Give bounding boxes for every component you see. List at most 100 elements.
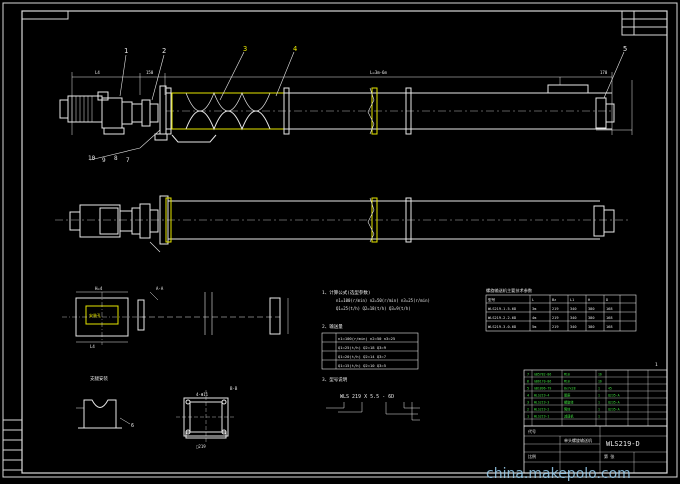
- table-cell: 219: [552, 325, 559, 329]
- svg-text:M10: M10: [564, 380, 570, 384]
- table-cell: WLS219-1.5-6D: [488, 307, 516, 311]
- svg-text:16: 16: [598, 380, 602, 384]
- svg-text:H=4: H=4: [95, 286, 103, 291]
- svg-text:M10: M10: [564, 373, 570, 377]
- svg-text:n1=100(r/min) n2=50(r/min) n: n1=100(r/min) n2=50(r/min) n3=25(r/min): [336, 298, 430, 303]
- foot-detail-label: 支腿安装: [90, 375, 108, 382]
- balloon-4: 4: [293, 45, 297, 53]
- svg-text:筒体: 筒体: [564, 407, 571, 412]
- svg-text:螺旋体: 螺旋体: [564, 400, 574, 405]
- table-cell: WLS219-3.0-6D: [488, 325, 516, 329]
- support-section-view: H=4 L4 安装孔 A-A: [62, 286, 289, 349]
- balloon-9: 9: [102, 157, 106, 164]
- table-cell: 380: [588, 325, 595, 329]
- svg-text:8x7x28: 8x7x28: [564, 387, 576, 391]
- svg-text:7: 7: [527, 373, 529, 377]
- model-code: WLS 219 X 5.5 - 6D: [340, 394, 394, 400]
- svg-text:Q1=25(t/h) Q2=18 Q3=9: Q1=25(t/h) Q2=18 Q3=9: [338, 345, 387, 350]
- balloon-5: 5: [623, 45, 627, 53]
- svg-text:WLS219-1: WLS219-1: [534, 415, 549, 419]
- table-header-cell: H: [588, 298, 590, 302]
- balloon-2: 2: [162, 47, 166, 55]
- svg-text:尾座: 尾座: [564, 393, 571, 398]
- svg-text:WLS219-3: WLS219-3: [534, 401, 549, 405]
- table-header-cell: L: [532, 298, 534, 302]
- formula-title-2: 2、输送量: [322, 323, 343, 330]
- plan-view: [55, 195, 630, 253]
- table-cell: 3m: [532, 307, 536, 311]
- svg-text:2: 2: [527, 408, 529, 412]
- svg-text:GB6170-86: GB6170-86: [534, 380, 551, 384]
- watermark: china.makepolo.com: [486, 466, 631, 482]
- formula-title-3: 3、型号说明: [322, 376, 348, 383]
- svg-text:16: 16: [598, 373, 602, 377]
- svg-text:Q235-A: Q235-A: [608, 401, 620, 405]
- svg-text:6: 6: [527, 380, 529, 384]
- svg-text:1: 1: [598, 408, 600, 412]
- sheet-label: 第 张: [604, 453, 614, 459]
- name-line: 单头螺旋输送机: [564, 437, 592, 443]
- code-label: 代号: [528, 428, 536, 434]
- drawing-number: WLS219-D: [606, 440, 640, 448]
- balloon-3: 3: [243, 45, 247, 53]
- svg-text:WLS219-4: WLS219-4: [534, 394, 549, 398]
- table-header-cell: Bz: [552, 298, 556, 302]
- svg-text:1: 1: [655, 362, 658, 368]
- table-cell: WLS219-2.2-6D: [488, 316, 516, 320]
- balloon-1: 1: [124, 47, 128, 55]
- svg-text:安装孔: 安装孔: [89, 312, 101, 318]
- table-cell: 168: [606, 325, 613, 329]
- table-cell: 340: [570, 316, 577, 320]
- svg-text:□219: □219: [196, 444, 206, 449]
- parts-list: 7 6 5 4 3 2 1 GB5782-86 GB6170-86 GB1096…: [523, 362, 668, 427]
- balloon-10: 10: [88, 155, 96, 162]
- svg-text:WLS219-2: WLS219-2: [534, 408, 549, 412]
- table-header-cell: 型号: [488, 297, 496, 302]
- balloon-8: 8: [114, 155, 118, 162]
- table-cell: 340: [570, 307, 577, 311]
- svg-text:B-B: B-B: [230, 386, 238, 391]
- table-cell: 340: [570, 325, 577, 329]
- svg-text:Q235-A: Q235-A: [608, 408, 620, 412]
- table-cell: 168: [606, 307, 613, 311]
- svg-text:1: 1: [598, 415, 600, 419]
- svg-text:1: 1: [527, 415, 529, 419]
- svg-text:Q235-A: Q235-A: [608, 394, 620, 398]
- svg-text:n1=100(r/min) n2=50 n3=25: n1=100(r/min) n2=50 n3=25: [338, 336, 395, 341]
- table-cell: 4m: [532, 316, 536, 320]
- table-header-cell: D: [606, 298, 608, 302]
- svg-text:1: 1: [598, 387, 600, 391]
- formula-title-1: 1、计算公式(选型参数): [322, 289, 371, 296]
- outer-frame: [2, 2, 678, 478]
- balloon-7: 7: [126, 157, 130, 164]
- left-stamp: [2, 419, 23, 471]
- svg-text:150: 150: [146, 70, 154, 75]
- svg-text:GB5782-86: GB5782-86: [534, 373, 551, 377]
- scale-label: 比例: [528, 453, 536, 459]
- bottom-balloons: 10 9 8 7: [88, 155, 130, 164]
- svg-text:170: 170: [600, 70, 608, 75]
- title-block: 代号 单头螺旋输送机 比例 第 张 WLS219-D: [523, 425, 668, 474]
- svg-text:4: 4: [527, 394, 529, 398]
- svg-text:L=3m-6m: L=3m-6m: [370, 70, 387, 75]
- svg-text:Q1=25(t/h) Q2=18(t/h): Q1=25(t/h) Q2=18(t/h) Q3=9(t/h): [336, 306, 411, 311]
- svg-text:Q1=20(t/h) Q2=14 Q3=7: Q1=20(t/h) Q2=14 Q3=7: [338, 354, 386, 359]
- foot-detail: 支腿安装 6: [76, 375, 134, 429]
- table-cell: 219: [552, 316, 559, 320]
- table-header-cell: L1: [570, 298, 574, 302]
- inner-frame: [21, 10, 668, 474]
- svg-text:减速机: 减速机: [564, 414, 574, 419]
- svg-text:5: 5: [527, 387, 529, 391]
- formula-notes: 1、计算公式(选型参数) n1=100(r/min) n2=50(r/min) …: [321, 289, 430, 421]
- svg-text:6: 6: [131, 423, 134, 429]
- svg-text:1: 1: [598, 394, 600, 398]
- table-cell: 168: [606, 316, 613, 320]
- section-label: A-A: [156, 286, 164, 291]
- svg-text:4-Φ11: 4-Φ11: [196, 392, 209, 397]
- svg-text:45: 45: [608, 387, 612, 391]
- svg-text:L4: L4: [95, 70, 100, 75]
- svg-text:1: 1: [598, 401, 600, 405]
